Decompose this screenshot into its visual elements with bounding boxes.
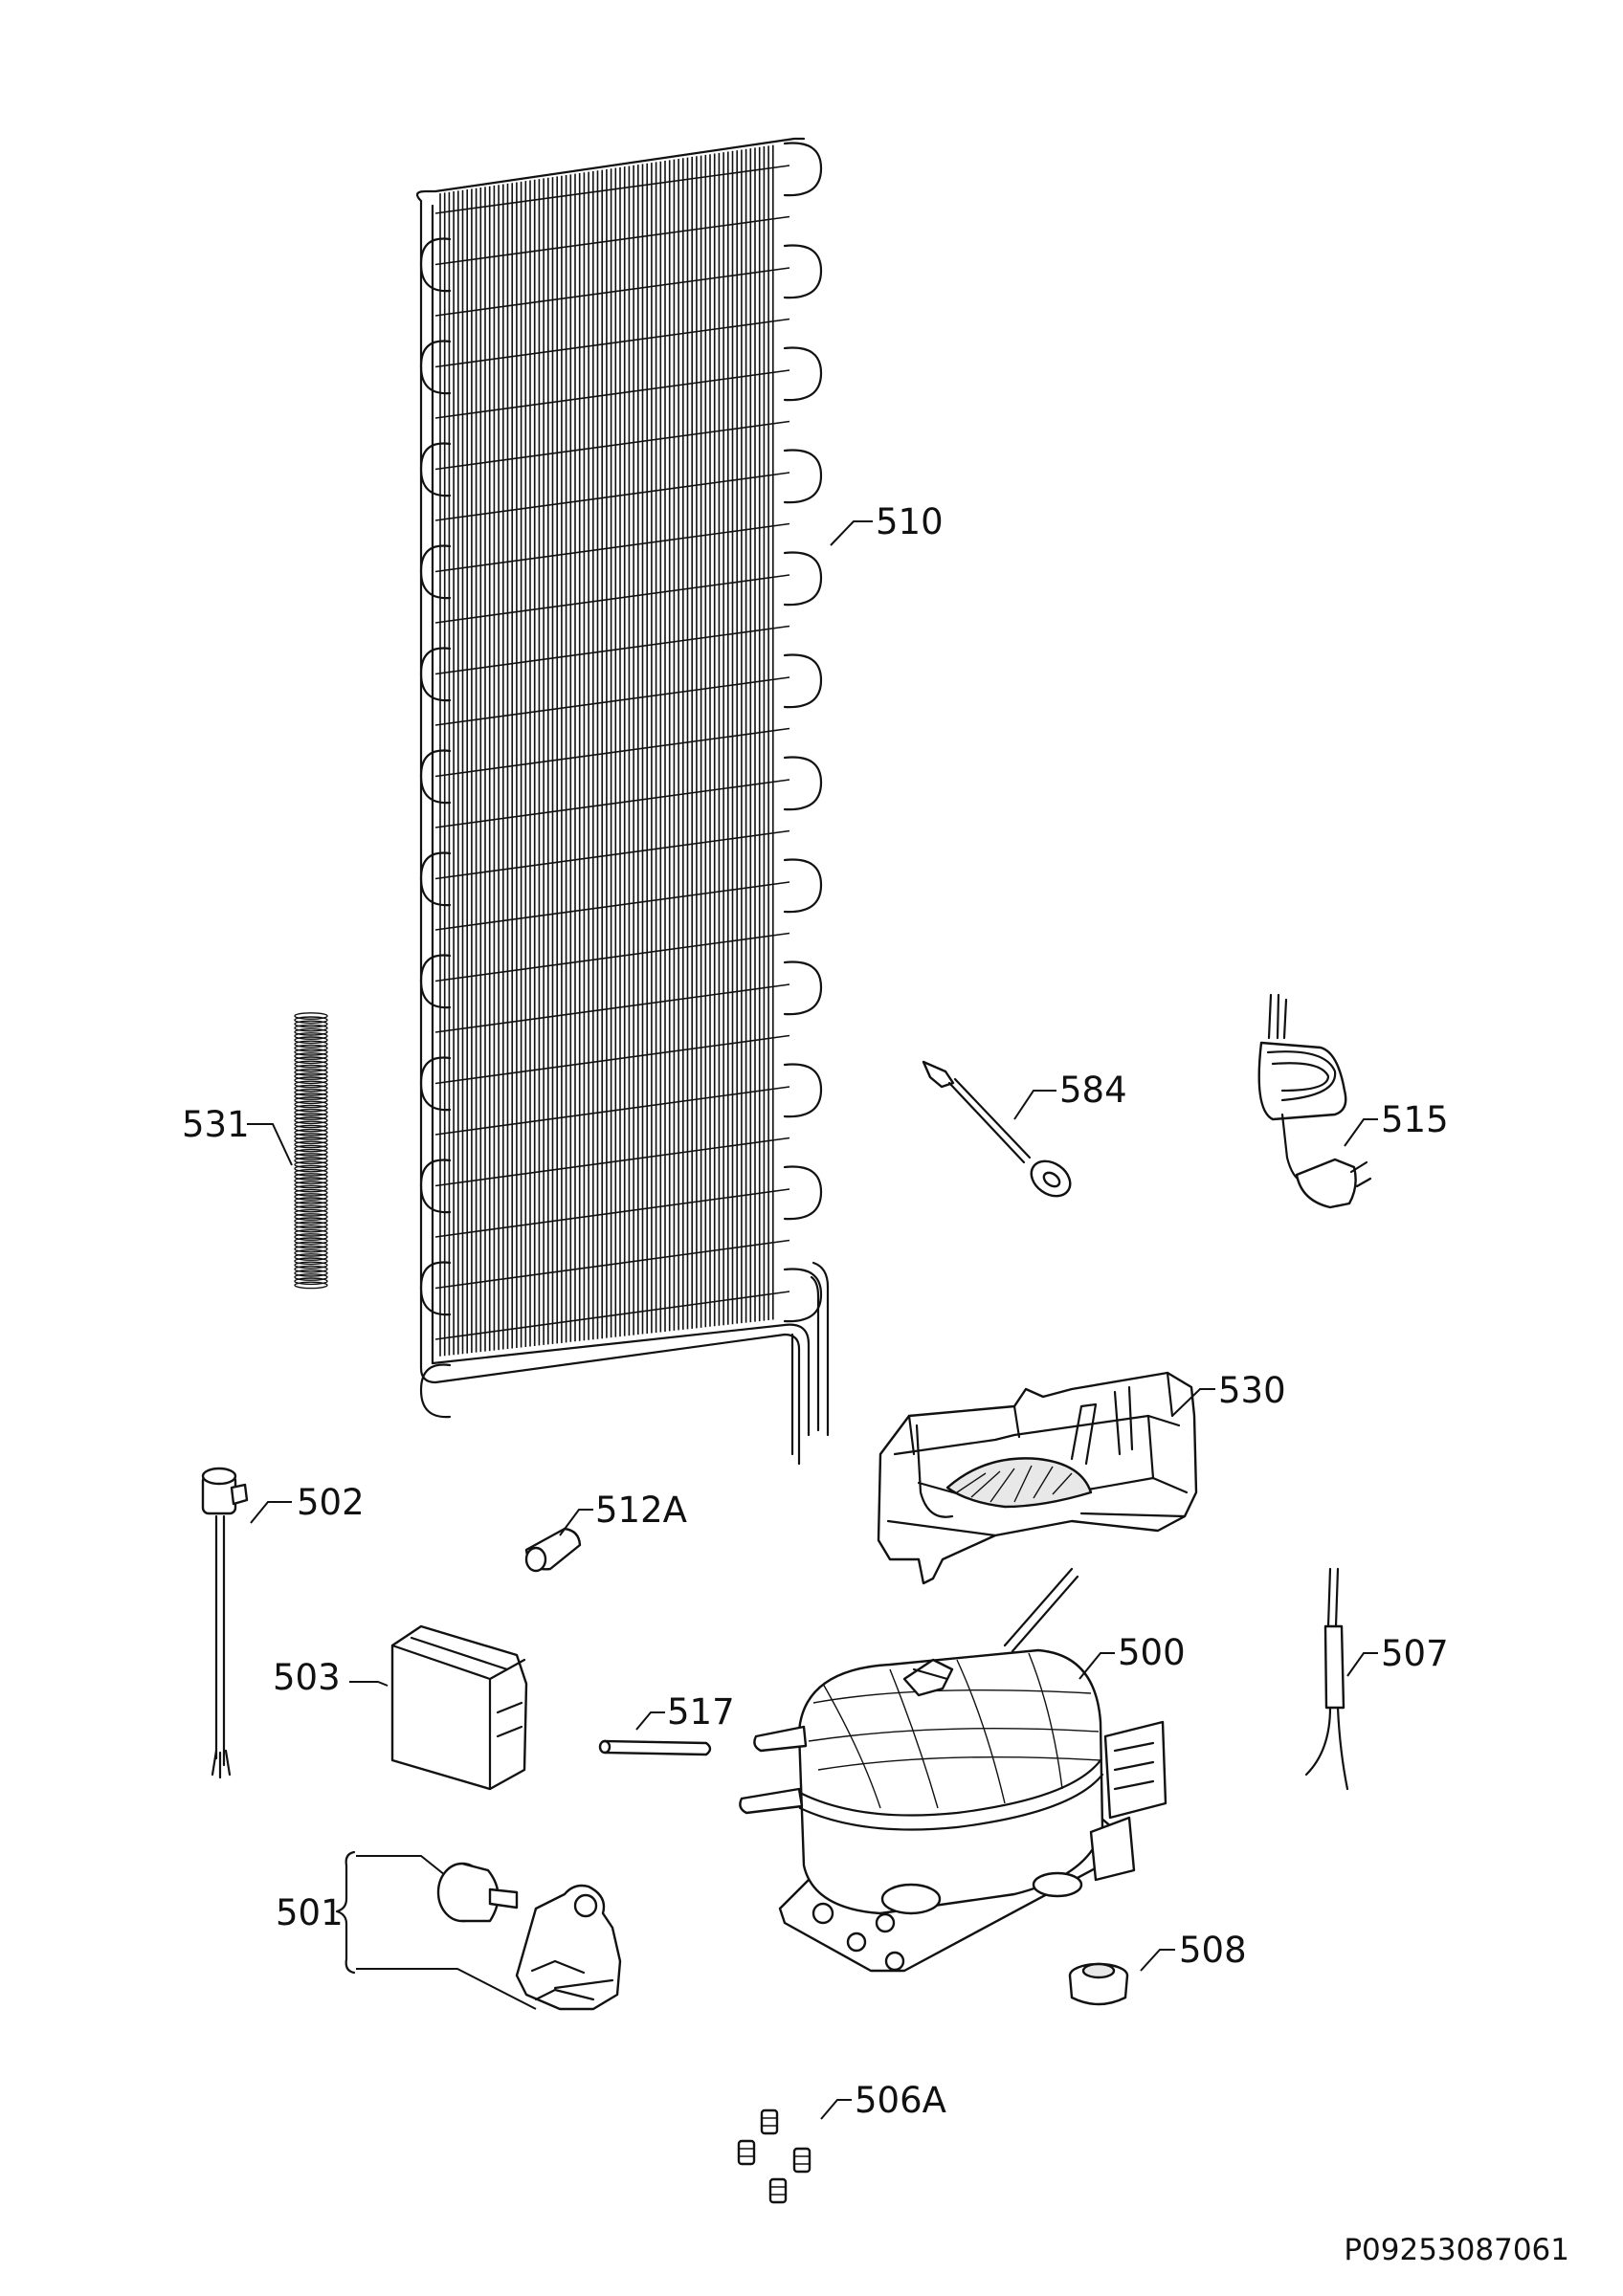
leader-lines [247,520,1378,2120]
part-507-drier-filter [1304,1567,1349,1791]
callout-531: 531 [182,1104,250,1145]
part-515-heater-with-plug [1257,993,1372,1209]
callout-584: 584 [1059,1070,1127,1111]
part-506A-screws [737,2108,812,2204]
callout-506A: 506A [855,2080,946,2121]
callout-530: 530 [1218,1370,1286,1411]
callout-502: 502 [297,1482,365,1523]
callout-510: 510 [876,501,944,542]
part-584-clip [922,1060,1072,1198]
condenser-wire-grid [439,144,774,1357]
callout-507: 507 [1381,1633,1449,1674]
part-517-tube [598,1739,712,1756]
callout-labels: 510 531 584 515 530 502 512A 503 517 500… [182,501,1449,2121]
part-500-compressor [739,1567,1167,1973]
part-503-cover-box [390,1624,528,1791]
part-508-grommet [1068,1962,1129,2006]
part-510-condenser [415,137,830,1466]
callout-515: 515 [1381,1099,1449,1140]
callout-500: 500 [1118,1632,1186,1673]
callout-508: 508 [1179,1930,1247,1971]
callout-512A: 512A [595,1490,687,1531]
part-502-thermistor [201,1467,249,1779]
callout-517: 517 [667,1691,735,1733]
callout-501: 501 [276,1892,344,1933]
part-531-spring-tube [294,1012,328,1290]
part-512A-sleeve [524,1527,582,1573]
part-501-starter-assembly [335,1850,622,2011]
document-id: P09253087061 [1344,2233,1569,2267]
part-530-drip-tray [877,1371,1198,1585]
condenser-tube-loops [419,142,823,1419]
callout-503: 503 [273,1657,341,1698]
